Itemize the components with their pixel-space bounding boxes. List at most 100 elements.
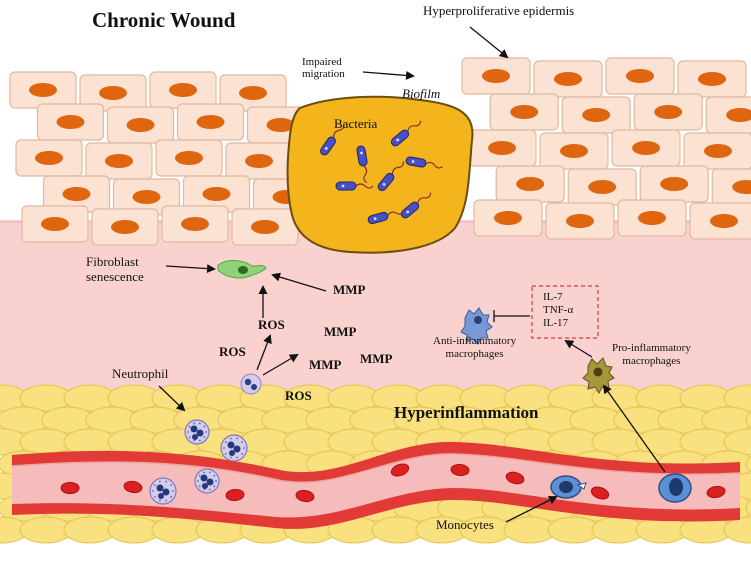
epidermal-cell xyxy=(225,142,293,180)
arrow-monocytes-label xyxy=(505,496,558,523)
bacterium xyxy=(335,181,374,191)
arrow-hyperproliferative xyxy=(469,26,509,59)
arrow-monocyte-to-pro xyxy=(602,384,666,473)
epidermal-cell xyxy=(219,74,287,112)
epidermal-cell xyxy=(495,165,565,203)
epidermal-cell xyxy=(611,129,681,167)
cytokine-tnf: TNF-α xyxy=(543,304,574,317)
epidermal-cell xyxy=(689,202,751,240)
red-blood-cells xyxy=(60,463,726,503)
cytokine-box xyxy=(531,285,599,339)
epidermis-right xyxy=(461,57,751,240)
neutrophil-small xyxy=(240,373,262,395)
epidermal-cell xyxy=(149,71,217,109)
epidermal-cell xyxy=(91,208,159,246)
epidermal-cell xyxy=(155,139,223,177)
arrow-pro-to-cytokine xyxy=(564,339,593,358)
epidermal-cell xyxy=(112,178,181,216)
arrow-neutrophil-ros xyxy=(256,334,272,371)
epidermal-cell xyxy=(677,60,747,98)
epidermal-cell xyxy=(42,175,111,213)
red-blood-cell xyxy=(450,463,470,477)
bacteria-cluster xyxy=(320,120,443,225)
ros-label-3: ROS xyxy=(285,388,312,403)
impaired-migration-label: Impaired migration xyxy=(302,56,345,80)
red-blood-cell xyxy=(590,486,610,500)
neutrophil xyxy=(194,468,220,494)
epidermal-cell xyxy=(473,199,543,237)
red-blood-cell xyxy=(505,471,525,485)
fibroblast-line-1: Fibroblast xyxy=(86,254,139,269)
epidermal-cell xyxy=(467,129,537,167)
epidermal-cell xyxy=(605,57,675,95)
fibroblast-line-2: senescence xyxy=(86,268,144,284)
anti-inflammatory-macrophage xyxy=(460,307,493,345)
arrow-neutrophil-mmp xyxy=(262,353,299,376)
arrow-mmp-fibroblast xyxy=(271,272,327,292)
red-blood-cell xyxy=(390,463,410,477)
epidermal-cell xyxy=(231,208,299,246)
red-blood-cell xyxy=(123,480,143,494)
epidermal-cell xyxy=(106,106,175,144)
neutrophil-label: Neutrophil xyxy=(112,366,169,381)
epidermal-cell xyxy=(176,103,245,141)
epidermal-cell xyxy=(85,142,153,180)
fat-cell xyxy=(723,384,751,412)
red-blood-cell xyxy=(225,488,245,502)
epidermal-cell xyxy=(9,71,77,109)
epidermal-cell xyxy=(639,165,709,203)
fibroblast-cell xyxy=(217,260,267,279)
bacterium xyxy=(390,120,422,147)
fat-cell xyxy=(723,516,751,544)
epidermal-cell xyxy=(21,205,89,243)
cytokine-il17: IL-17 xyxy=(543,317,569,330)
epidermal-cell xyxy=(489,93,559,131)
ros-label-1: ROS xyxy=(258,317,285,332)
arrow-neutrophil-label xyxy=(158,385,186,412)
anti-line-2: macrophages xyxy=(445,347,504,360)
hyperinflammation-label: Hyperinflammation xyxy=(394,403,539,422)
biofilm-label: Biofilm xyxy=(402,86,441,101)
epidermal-cell xyxy=(36,103,105,141)
epidermal-cell xyxy=(567,168,637,206)
hyperproliferative-label: Hyperproliferative epidermis xyxy=(423,3,575,18)
fat-cell xyxy=(701,406,751,434)
anti-line-1: Anti-inflammatory xyxy=(433,335,517,347)
monocytes-label: Monocytes xyxy=(436,517,494,532)
fat-cell xyxy=(745,499,751,517)
epidermal-cell xyxy=(633,93,703,131)
neutrophils xyxy=(149,419,248,505)
epidermal-cell xyxy=(545,202,615,240)
fat-cell xyxy=(745,411,751,429)
mmp-label-2: MMP xyxy=(324,324,357,339)
fibroblast-senescence-label: Fibroblast senescence xyxy=(86,254,144,285)
cytokine-il7: IL-7 xyxy=(543,291,563,303)
ros-label-2: ROS xyxy=(219,344,246,359)
diagram-title: Chronic Wound xyxy=(92,8,236,32)
cytokine-list: IL-7 TNF-α IL-17 xyxy=(543,291,573,331)
bacterium xyxy=(320,123,345,156)
anti-inflammatory-label: Anti-inflammatory macrophages xyxy=(433,335,516,360)
neutrophil xyxy=(220,434,248,462)
epidermal-cell xyxy=(15,139,83,177)
red-blood-cell xyxy=(60,482,80,494)
mmp-label-4: MMP xyxy=(360,351,393,366)
bacterium xyxy=(400,192,432,219)
epidermis-left xyxy=(9,71,321,246)
mmp-label-3: MMP xyxy=(309,357,342,372)
pro-line-2: macrophages xyxy=(622,354,681,367)
bacteria-label: Bacteria xyxy=(334,116,378,131)
neutrophil xyxy=(149,477,177,505)
fat-cell xyxy=(745,455,751,473)
epidermal-cell xyxy=(182,175,251,213)
epidermal-cell xyxy=(79,74,147,112)
epidermal-cell xyxy=(705,96,751,134)
epidermal-cell xyxy=(533,60,603,98)
vessel-lumen xyxy=(12,453,740,518)
pro-line-1: Pro-inflammatory xyxy=(612,342,691,354)
epidermal-cell xyxy=(539,132,609,170)
bacterium xyxy=(405,156,443,169)
arrow-fibroblast-label xyxy=(165,264,216,274)
